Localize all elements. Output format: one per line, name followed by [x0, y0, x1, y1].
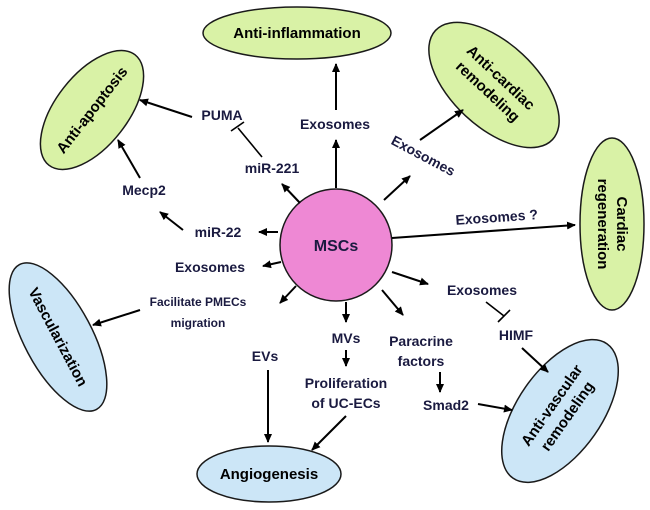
label-mir22: miR-22 — [195, 224, 242, 240]
label-exosomes-left: Exosomes — [175, 259, 245, 275]
label-exosomes-upper-right: Exosomes — [389, 132, 459, 179]
anti-inflammation-node: Anti-inflammation — [202, 6, 392, 60]
label-exosomes-top: Exosomes — [300, 116, 370, 132]
arrow-smad2-to-anti-vascular — [477, 403, 513, 413]
anti-vascular-remodeling-node: Anti-vascular remodeling — [500, 338, 620, 484]
anti-inflammation-label: Anti-inflammation — [233, 25, 361, 42]
cardiac-regeneration-label-2: regeneration — [594, 179, 611, 270]
arrow-msc-to-exosomes-left — [262, 260, 282, 269]
label-himf: HIMF — [499, 327, 534, 343]
arrow-msc-to-evs — [279, 285, 297, 304]
inhibit-mir221-to-puma — [237, 127, 263, 158]
angiogenesis-node: Angiogenesis — [196, 445, 342, 503]
label-mecp2: Mecp2 — [122, 182, 166, 198]
angiogenesis-label: Angiogenesis — [220, 466, 318, 483]
arrow-puma-to-anti-apoptosis — [139, 98, 193, 118]
inhibit-bar-himf — [497, 309, 511, 323]
label-proliferation-2: of UC-ECs — [311, 395, 380, 411]
cardiac-regeneration-node: Cardiac regeneration — [579, 137, 645, 311]
anti-cardiac-remodeling-node: Anti-cardiac remodeling — [428, 21, 560, 149]
label-mvs: MVs — [332, 330, 361, 346]
cardiac-regeneration-label-1: Cardiac — [613, 196, 630, 251]
label-mir221: miR-221 — [245, 160, 300, 176]
label-exosomes-right: Exosomes — [447, 282, 517, 298]
label-facilitate-2: migration — [171, 316, 226, 330]
arrow-msc-to-exosomes-upper-right — [383, 175, 411, 201]
label-puma: PUMA — [201, 107, 242, 123]
vascularization-node: Vascularization — [8, 262, 108, 412]
arrow-msc-to-cardiac-regeneration — [391, 221, 576, 239]
label-facilitate-1: Facilitate PMECs — [150, 295, 247, 309]
msc-center-label: MSCs — [314, 238, 359, 255]
arrow-proliferation-to-angiogenesis — [311, 415, 347, 451]
label-evs: EVs — [252, 348, 279, 364]
msc-center-node: MSCs — [279, 188, 393, 302]
arrow-mir22-to-mecp2 — [159, 211, 184, 231]
arrow-himf-to-anti-vascular — [521, 347, 549, 373]
arrow-msc-to-exosomes-right — [391, 271, 429, 286]
arrow-exosomes-to-anti-cardiac — [419, 109, 464, 141]
edges — [92, 63, 576, 451]
label-proliferation-1: Proliferation — [305, 375, 387, 391]
arrow-msc-to-paracrine — [381, 289, 404, 316]
label-smad2: Smad2 — [423, 397, 469, 413]
arrow-facilitate-to-vascularization — [92, 309, 141, 327]
arrow-msc-to-mir221 — [281, 183, 301, 204]
inhibit-exosomes-to-himf — [485, 301, 505, 317]
arrow-mecp2-to-anti-apoptosis — [117, 139, 141, 179]
anti-apoptosis-node: Anti-apoptosis — [39, 49, 145, 171]
label-paracrine-2: factors — [398, 353, 445, 369]
inhibit-bar-puma — [230, 121, 245, 132]
label-paracrine-1: Paracrine — [389, 333, 453, 349]
label-exosomes-question: Exosomes ? — [455, 206, 538, 228]
